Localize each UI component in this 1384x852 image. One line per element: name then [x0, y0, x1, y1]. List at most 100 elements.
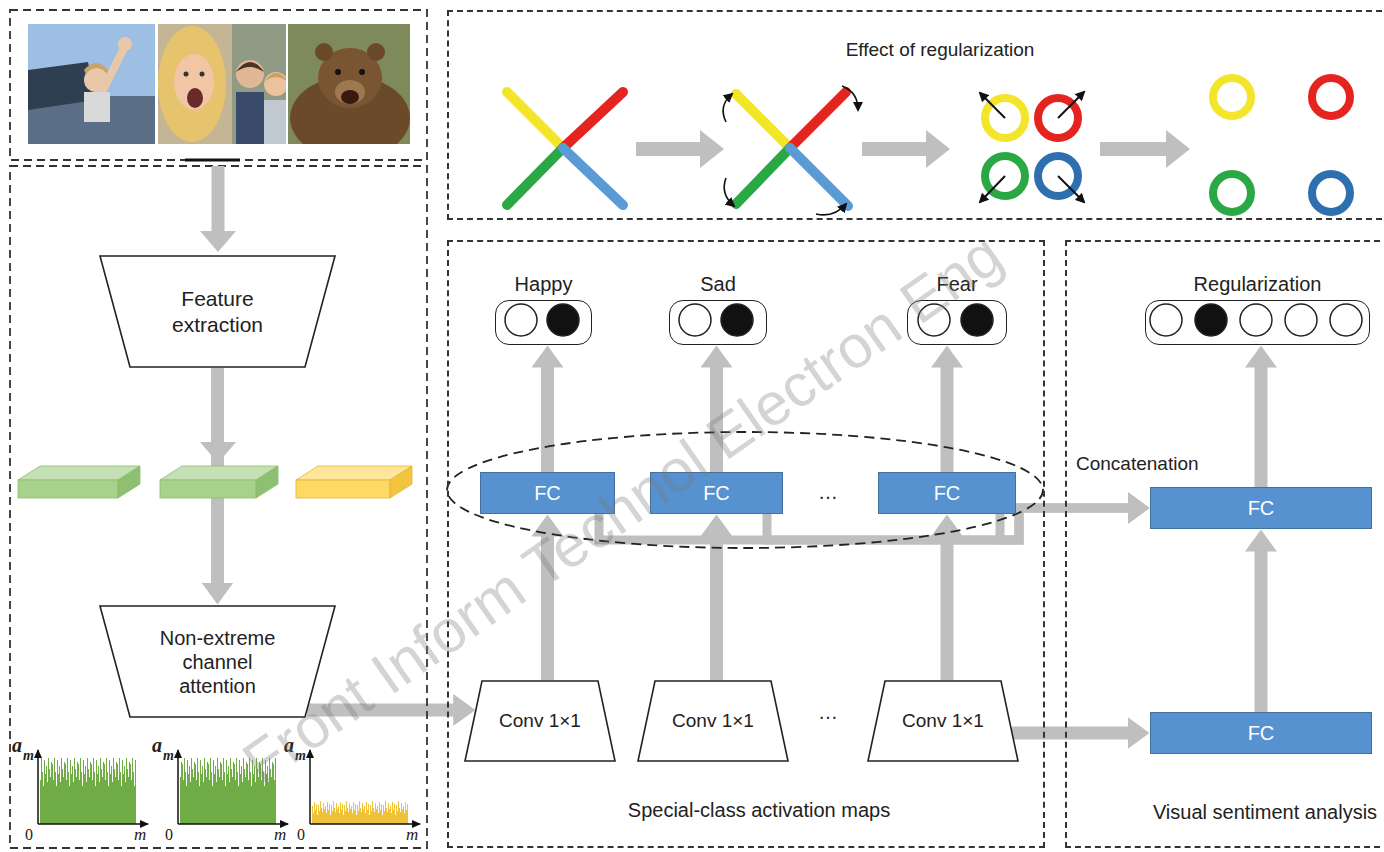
regularization-illustration: [790, 92, 846, 148]
output-box: Fear: [907, 300, 1007, 345]
regularization-illustration: [1100, 130, 1190, 168]
axis-label: m: [406, 825, 418, 845]
regularization-illustration: [507, 92, 848, 206]
photo-car: [84, 63, 108, 74]
dashed-panel: Visual sentiment analysisRegularizationF…: [1065, 240, 1384, 848]
ellipsis-mark: …: [818, 701, 838, 724]
regularization-illustration: [723, 86, 858, 215]
node-label: FC: [534, 481, 561, 505]
photo-bear: [288, 24, 410, 144]
ellipsis-mark: …: [818, 481, 838, 504]
attention-trapezoid: Non-extreme channel attention: [100, 605, 335, 718]
output-box: Sad: [669, 300, 767, 345]
attention-chart: [312, 800, 408, 824]
axis-label: m: [23, 748, 34, 764]
node-label: Feature extraction: [143, 286, 293, 336]
connector-arrow: [541, 367, 554, 472]
class-heading: Fear: [936, 272, 977, 296]
connector-arrow: [541, 536, 554, 680]
feature-map: [256, 466, 278, 498]
fc-box: FC: [1150, 712, 1372, 754]
text-block: Non-extreme channel attention: [150, 626, 285, 698]
photo-car: [118, 37, 132, 51]
panel-heading: Special-class activation maps: [559, 798, 959, 822]
connector-arrow: [1012, 727, 1128, 740]
trapezoid-outline: [100, 255, 335, 368]
photo-bear: [359, 69, 365, 75]
regularization-illustration: [563, 92, 623, 148]
feature-map: [118, 466, 140, 498]
photo-bear: [335, 69, 341, 75]
feature-map: [160, 480, 256, 498]
text-block: FC: [1248, 721, 1275, 745]
fc-box: FC: [650, 472, 783, 514]
dashed-panel: Effect of regularization: [447, 10, 1384, 220]
fc-box: FC: [1150, 487, 1372, 529]
regularization-illustration: [723, 94, 732, 122]
axis-label: a: [284, 734, 294, 757]
axis-label: m: [163, 748, 174, 764]
flow-arrow: [185, 159, 240, 162]
photo-bear: [335, 80, 365, 104]
connector-arrow: [941, 367, 954, 472]
node-label: Conv 1×1: [902, 710, 984, 733]
regularization-illustration: [1213, 174, 1251, 212]
attention-chart: [38, 823, 148, 825]
axis-label: 0: [165, 826, 173, 844]
feature-map: [18, 466, 278, 498]
regularization-illustration: [985, 78, 1350, 212]
connector-arrow: [941, 536, 954, 680]
output-units: [1195, 304, 1227, 336]
conv-trapezoid: Conv 1×1: [868, 680, 1018, 762]
axis-label: 0: [297, 826, 305, 844]
text-block: FC: [534, 481, 561, 505]
attention-chart: [180, 756, 276, 824]
photo-bear: [315, 43, 333, 61]
output-units: [918, 304, 950, 336]
output-units: [1150, 304, 1182, 336]
output-units: [505, 304, 1362, 336]
regularization-illustration: [980, 176, 1005, 202]
regularization-illustration: [736, 148, 790, 204]
connector-arrow: [710, 367, 723, 472]
trapezoid-outline: [638, 681, 788, 761]
text-block: FC: [934, 481, 961, 505]
feature-map: [296, 480, 390, 498]
panel-heading: Effect of regularization: [740, 39, 1140, 62]
text-block: Conv 1×1: [499, 710, 581, 733]
photo-car: [28, 24, 155, 144]
regularization-illustration: [842, 86, 858, 110]
output-units: [1330, 304, 1362, 336]
node-label: Conv 1×1: [672, 710, 754, 733]
trapezoid-outline: [465, 681, 615, 761]
axis-label: a: [152, 734, 162, 757]
photo-bear: [341, 90, 359, 104]
attention-chart: [310, 823, 420, 825]
feature-map: [390, 466, 412, 498]
output-box: Happy: [495, 300, 592, 345]
photo-faces: [236, 60, 264, 88]
connector-arrow: [1255, 367, 1268, 487]
trapezoid-outline: [100, 256, 335, 367]
photo-faces: [174, 54, 214, 110]
attention-chart: [38, 750, 420, 824]
axis-label: a: [12, 734, 22, 757]
connector-arrow: [710, 536, 723, 680]
attention-chart: [177, 750, 179, 824]
dashed-panel: Special-class activation mapsHappySadFea…: [447, 240, 1045, 848]
attention-chart: [178, 823, 288, 825]
regularization-illustration: [862, 130, 950, 168]
regularization-illustration: [790, 148, 848, 206]
output-units: [961, 304, 993, 336]
photo-faces: [264, 73, 286, 82]
class-heading: Sad: [700, 272, 736, 296]
node-label: FC: [1248, 496, 1275, 520]
regularization-illustration: [980, 92, 1084, 202]
output-units: [721, 304, 753, 336]
regularization-illustration: [1312, 174, 1350, 212]
photo-faces: [200, 72, 205, 77]
axis-label: m: [134, 825, 146, 845]
dashed-panel: [10, 166, 427, 848]
node-label: FC: [934, 481, 961, 505]
text-block: FC: [1248, 496, 1275, 520]
